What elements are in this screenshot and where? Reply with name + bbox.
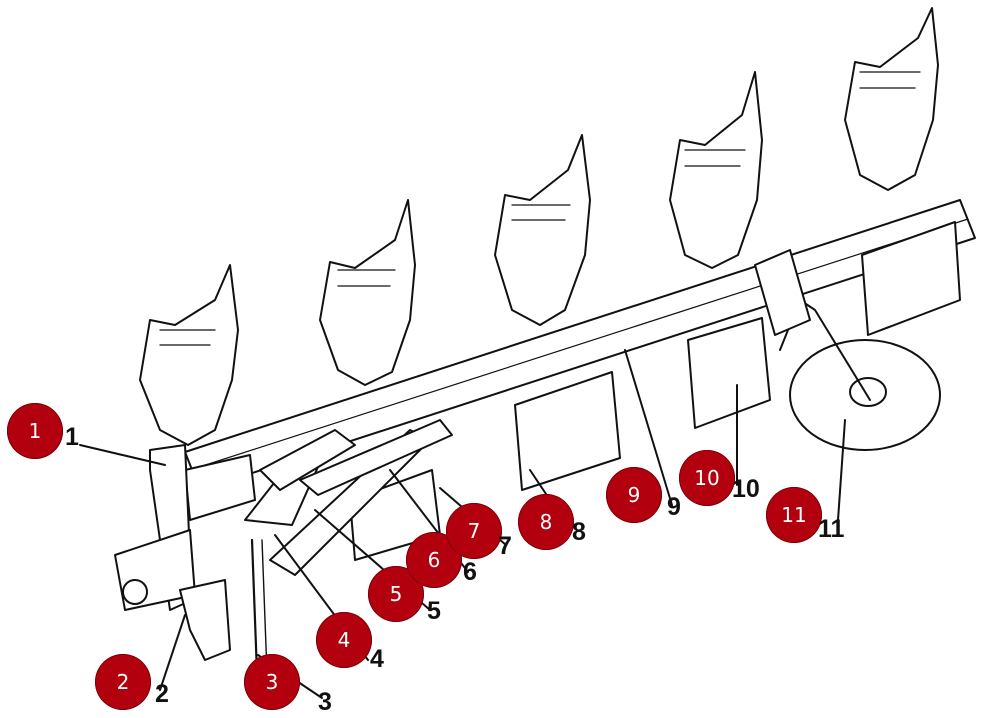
label-6: 6	[463, 558, 477, 586]
label-11: 11	[818, 515, 845, 543]
marker-7[interactable]: 7	[446, 503, 502, 559]
leader-line-2	[159, 614, 186, 691]
label-7: 7	[498, 532, 512, 560]
marker-11[interactable]: 11	[766, 487, 822, 543]
marker-4[interactable]: 4	[316, 612, 372, 668]
marker-9[interactable]: 9	[606, 467, 662, 523]
marker-2[interactable]: 2	[95, 654, 151, 710]
marker-1[interactable]: 1	[7, 403, 63, 459]
marker-3[interactable]: 3	[244, 654, 300, 710]
label-3: 3	[318, 688, 332, 716]
label-4: 4	[370, 645, 384, 673]
plough-body-4	[669, 71, 771, 429]
label-9: 9	[667, 493, 681, 521]
marker-6[interactable]: 6	[406, 532, 462, 588]
leader-line-9	[624, 349, 673, 506]
marker-10[interactable]: 10	[679, 450, 735, 506]
leader-line-11	[837, 419, 846, 521]
label-5: 5	[427, 597, 441, 625]
label-10: 10	[732, 475, 760, 503]
label-8: 8	[572, 518, 586, 546]
depth-wheel	[754, 249, 941, 451]
plough-body-3	[494, 134, 621, 491]
marker-8[interactable]: 8	[518, 494, 574, 550]
label-1: 1	[65, 423, 79, 451]
label-2: 2	[155, 680, 169, 708]
plough-body-1	[139, 264, 256, 521]
plough-body-5	[844, 7, 961, 336]
leader-line-1	[79, 444, 166, 466]
